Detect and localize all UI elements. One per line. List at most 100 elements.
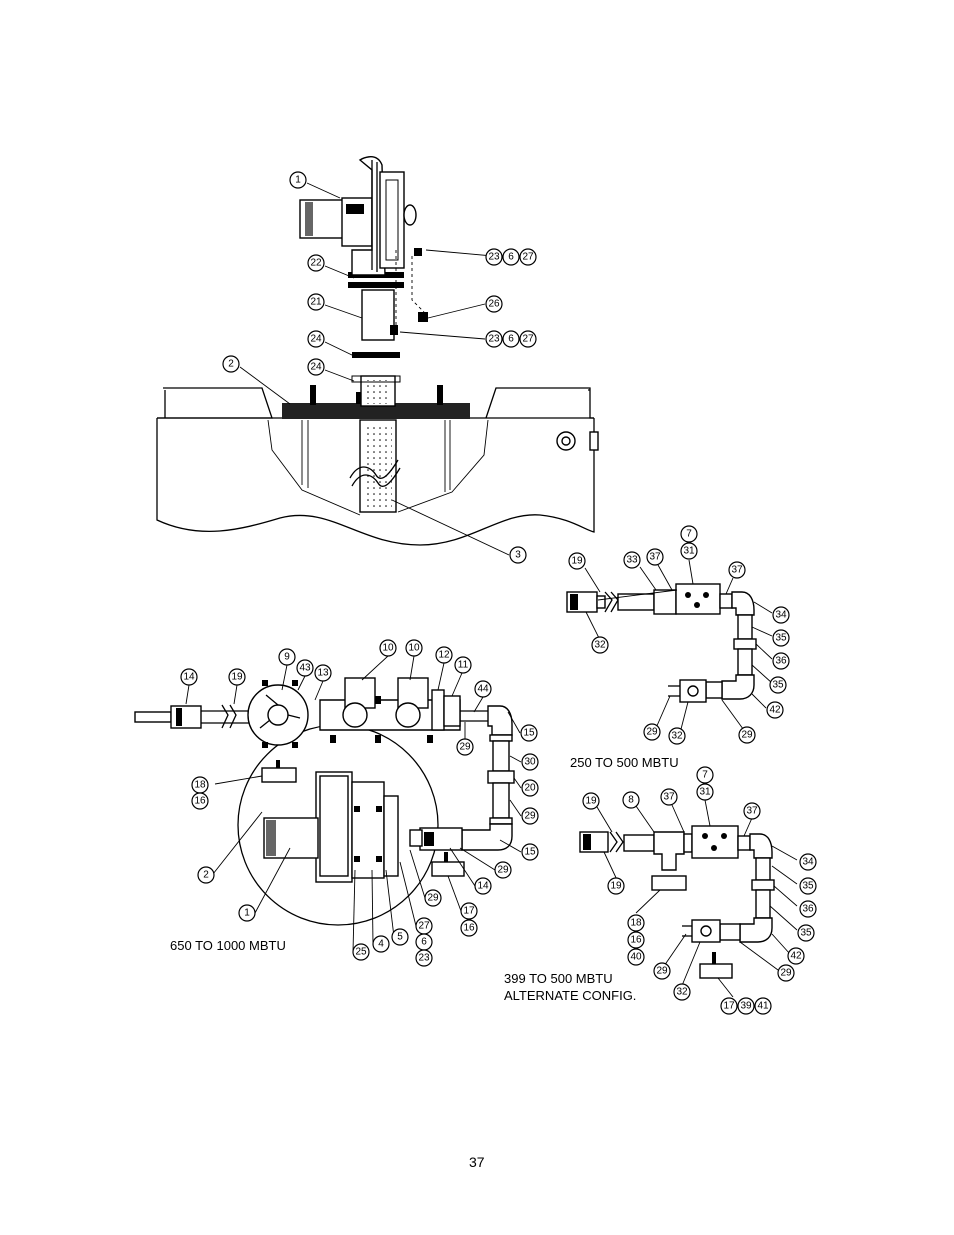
callout: 8 — [622, 791, 640, 809]
callout: 6 — [502, 248, 520, 266]
gas-valve-top — [675, 583, 721, 615]
callout: 15 — [520, 724, 538, 742]
svg-text:6: 6 — [508, 252, 514, 263]
callout: 42 — [766, 701, 784, 719]
callout: 41 — [754, 997, 772, 1015]
callout: 36 — [772, 652, 790, 670]
svg-text:16: 16 — [463, 923, 475, 934]
svg-text:17: 17 — [723, 1001, 735, 1012]
tank-top-left — [157, 387, 273, 419]
callout: 32 — [673, 983, 691, 1001]
svg-text:29: 29 — [497, 865, 509, 876]
callout: 36 — [799, 900, 817, 918]
svg-text:37: 37 — [746, 806, 758, 817]
svg-text:16: 16 — [630, 935, 642, 946]
callout: 40 — [627, 948, 645, 966]
svg-text:32: 32 — [671, 731, 683, 742]
callout: 7 — [680, 525, 698, 543]
callout: 34 — [772, 606, 790, 624]
callout: 35 — [797, 924, 815, 942]
callout: 16 — [460, 919, 478, 937]
callout: 10 — [379, 639, 397, 657]
svg-text:6: 6 — [421, 937, 427, 948]
svg-text:6: 6 — [508, 334, 514, 345]
svg-text:27: 27 — [418, 921, 430, 932]
callout: 23 — [485, 330, 503, 348]
callout: 14 — [180, 668, 198, 686]
svg-text:39: 39 — [740, 1001, 752, 1012]
callout: 24 — [307, 358, 325, 376]
callout: 37 — [728, 561, 746, 579]
callout: 33 — [623, 551, 641, 569]
right-bottom-assembly — [579, 825, 775, 979]
callout: 17 — [460, 902, 478, 920]
svg-text:35: 35 — [772, 680, 784, 691]
callout: 7 — [696, 766, 714, 784]
svg-text:16: 16 — [194, 796, 206, 807]
callout: 3 — [509, 546, 527, 564]
callout: 17 — [720, 997, 738, 1015]
svg-text:35: 35 — [800, 928, 812, 939]
callout: 2 — [222, 355, 240, 373]
tank-outline — [156, 418, 595, 546]
right-top-assembly — [566, 583, 757, 703]
svg-text:15: 15 — [524, 847, 536, 858]
svg-text:29: 29 — [427, 893, 439, 904]
callout: 9 — [278, 648, 296, 666]
callout: 31 — [696, 783, 714, 801]
callout: 29 — [777, 964, 795, 982]
callout: 37 — [743, 802, 761, 820]
callout: 29 — [456, 738, 474, 756]
svg-text:25: 25 — [355, 947, 367, 958]
callout: 35 — [799, 877, 817, 895]
callout: 4 — [372, 935, 390, 953]
callout: 2 — [197, 866, 215, 884]
svg-text:29: 29 — [524, 811, 536, 822]
svg-text:27: 27 — [522, 334, 534, 345]
callout: 43 — [296, 659, 314, 677]
svg-text:10: 10 — [382, 643, 394, 654]
callout: 23 — [485, 248, 503, 266]
svg-text:22: 22 — [310, 258, 322, 269]
svg-text:4: 4 — [378, 939, 384, 950]
svg-text:23: 23 — [418, 953, 430, 964]
svg-text:3: 3 — [515, 550, 521, 561]
svg-text:19: 19 — [585, 796, 597, 807]
svg-text:24: 24 — [310, 334, 322, 345]
callout: 18 — [627, 914, 645, 932]
svg-text:1: 1 — [244, 908, 250, 919]
callout: 29 — [521, 807, 539, 825]
callout: 29 — [424, 889, 442, 907]
svg-text:34: 34 — [775, 610, 787, 621]
svg-text:24: 24 — [310, 362, 322, 373]
callout: 29 — [653, 962, 671, 980]
svg-text:33: 33 — [626, 555, 638, 566]
callout: 34 — [799, 853, 817, 871]
leader-lines — [185, 182, 798, 998]
svg-text:29: 29 — [646, 727, 658, 738]
svg-text:27: 27 — [522, 252, 534, 263]
callout: 6 — [415, 933, 433, 951]
callout: 31 — [680, 542, 698, 560]
callout: 35 — [769, 676, 787, 694]
svg-text:10: 10 — [408, 643, 420, 654]
callout: 42 — [787, 947, 805, 965]
svg-text:7: 7 — [686, 529, 692, 540]
svg-text:32: 32 — [594, 640, 606, 651]
gasket — [352, 352, 400, 358]
callout: 24 — [307, 330, 325, 348]
svg-text:32: 32 — [676, 987, 688, 998]
svg-text:29: 29 — [780, 968, 792, 979]
callout: 13 — [314, 664, 332, 682]
svg-text:14: 14 — [183, 672, 195, 683]
callout: 19 — [568, 552, 586, 570]
svg-text:35: 35 — [775, 633, 787, 644]
callout: 16 — [191, 792, 209, 810]
svg-text:20: 20 — [524, 783, 536, 794]
callout: 27 — [415, 917, 433, 935]
callout: 12 — [435, 646, 453, 664]
callout: 29 — [643, 723, 661, 741]
callout: 19 — [228, 668, 246, 686]
caption-alternate-config: ALTERNATE CONFIG. — [504, 988, 637, 1003]
